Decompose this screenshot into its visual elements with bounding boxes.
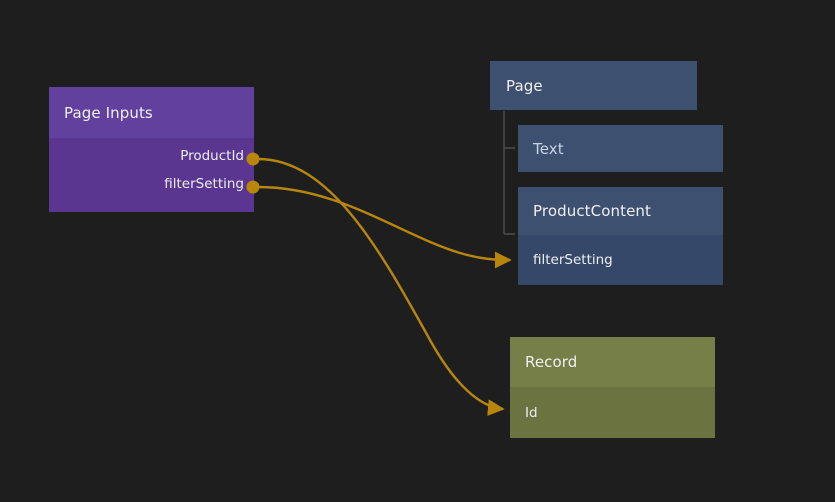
- output-port-label-productid: ProductId: [180, 148, 244, 164]
- node-page-title: Page: [506, 76, 543, 95]
- node-page-inputs[interactable]: Page Inputs ProductId filterSetting: [49, 87, 254, 212]
- input-port-label-filtersetting: filterSetting: [533, 252, 613, 268]
- node-record-title: Record: [525, 353, 578, 371]
- node-product-content-body: filterSetting: [518, 235, 723, 285]
- output-port-row-productid[interactable]: ProductId: [49, 142, 254, 170]
- node-record[interactable]: Record Id: [510, 337, 715, 438]
- node-product-content[interactable]: ProductContent filterSetting: [518, 187, 723, 285]
- node-page-inputs-header[interactable]: Page Inputs: [49, 87, 254, 138]
- wire-productid-to-record-id[interactable]: [257, 157, 505, 417]
- output-port-row-filtersetting[interactable]: filterSetting: [49, 170, 254, 198]
- node-product-content-header[interactable]: ProductContent: [518, 187, 723, 235]
- node-record-body: Id: [510, 387, 715, 438]
- input-port-label-id: Id: [525, 404, 538, 421]
- output-port-label-filtersetting: filterSetting: [164, 176, 244, 192]
- node-product-content-title: ProductContent: [533, 202, 652, 220]
- node-page-inputs-title: Page Inputs: [64, 103, 153, 122]
- node-page-inputs-body: ProductId filterSetting: [49, 138, 254, 212]
- node-page[interactable]: Page: [490, 61, 697, 110]
- input-port-row-filtersetting[interactable]: filterSetting: [533, 235, 723, 285]
- node-text-title: Text: [533, 139, 564, 158]
- input-port-row-id[interactable]: Id: [525, 387, 715, 438]
- node-text-header[interactable]: Text: [518, 125, 723, 172]
- wire-filtersetting-to-productcontent[interactable]: [257, 185, 512, 269]
- node-page-header[interactable]: Page: [490, 61, 697, 110]
- node-record-header[interactable]: Record: [510, 337, 715, 387]
- node-text[interactable]: Text: [518, 125, 723, 172]
